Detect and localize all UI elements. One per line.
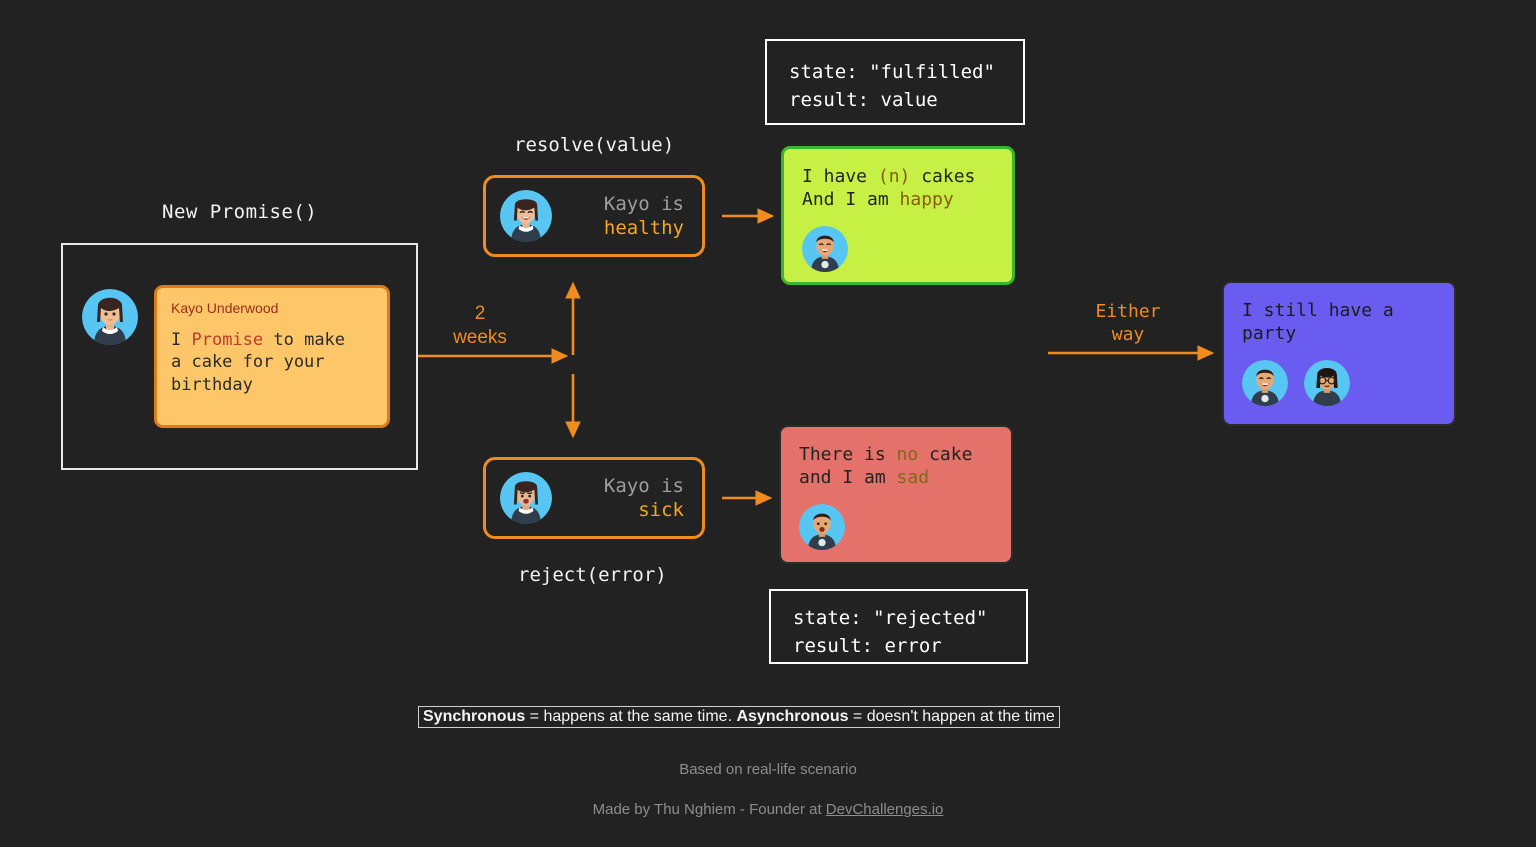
devchallenges-link[interactable]: DevChallenges.io [825, 801, 944, 818]
outcome-sad-l1hl: no [896, 444, 919, 465]
outcome-sad-line2: and I am sad [799, 466, 993, 489]
status-sick-box: Kayo is sick [483, 457, 705, 539]
sync-async-note: Synchronous = happens at the same time. … [418, 706, 1060, 728]
outcome-sad-avatars [799, 503, 993, 550]
outcome-happy-line2: And I am happy [802, 188, 994, 211]
outcome-sad-l1a: There is [799, 444, 897, 465]
status-sick-line1: Kayo is [603, 474, 684, 497]
status-healthy-line2: healthy [603, 217, 684, 239]
sync-bold: Synchronous [423, 708, 526, 725]
kayo-sick-avatar [500, 472, 552, 524]
outcome-happy-avatars [802, 225, 994, 272]
status-healthy-box: Kayo is healthy [483, 175, 705, 257]
state-fulfilled-box: state: "fulfilled" result: value [765, 39, 1025, 125]
resolve-label: resolve(value) [514, 134, 675, 156]
promise-author: Kayo Underwood [171, 300, 279, 316]
outcome-sad-l2a: and I am [799, 467, 897, 489]
promise-keyword: Promise [191, 330, 264, 350]
outcome-sad-l2hl: sad [896, 467, 930, 489]
footer-subtitle: Based on real-life scenario [679, 761, 857, 778]
status-sick-line2: sick [638, 499, 684, 521]
friend-happy-avatar [1242, 359, 1288, 406]
status-sick-text: Kayo is sick [566, 474, 684, 523]
two-weeks-label: 2 weeks [453, 303, 507, 348]
reject-label: reject(error) [518, 564, 667, 586]
outcome-happy-l2a: And I am [802, 189, 900, 211]
sync-rest: = happens at the same time. [525, 708, 737, 725]
outcome-happy-l1hl: (n) [877, 166, 911, 187]
outcome-sad-l1b: cake [918, 444, 973, 465]
promise-text: I Promise to make a cake for your birthd… [171, 329, 373, 396]
status-healthy-line1: Kayo is [603, 192, 684, 215]
kayo-happy-avatar [500, 190, 552, 242]
outcome-happy-line1: I have (n) cakes [802, 165, 994, 188]
footer-credit-prefix: Made by Thu Nghiem - Founder at [592, 801, 826, 818]
outcome-happy-l2hl: happy [899, 189, 954, 211]
page-title: New Promise() [162, 201, 318, 223]
friend-glasses-avatar [1304, 359, 1350, 406]
outcome-happy-card: I have (n) cakes And I am happy [781, 146, 1015, 285]
outcome-party-line2: party [1242, 323, 1297, 345]
outcome-party-avatars [1242, 359, 1436, 406]
friend-happy-avatar [802, 225, 848, 272]
async-bold: Asynchronous [736, 708, 849, 725]
promise-text-a: I [171, 330, 192, 350]
outcome-sad-card: There is no cake and I am sad [779, 425, 1013, 564]
footer-credit: Made by Thu Nghiem - Founder at DevChall… [0, 801, 1536, 818]
promise-card: Kayo Underwood I Promise to make a cake … [154, 285, 390, 428]
promise-text-b: to make a cake for your birthday [171, 330, 346, 395]
async-rest: = doesn't happen at the time [848, 708, 1055, 725]
state-rejected-box: state: "rejected" result: error [769, 589, 1028, 664]
outcome-sad-line1: There is no cake [799, 443, 993, 466]
outcome-happy-l1b: cakes [910, 166, 976, 187]
outcome-party-card: I still have a party [1222, 281, 1456, 426]
friend-sad-avatar [799, 503, 845, 550]
kayo-neutral-avatar [82, 289, 138, 345]
either-way-label: Either way [1095, 301, 1161, 345]
status-healthy-text: Kayo is healthy [566, 192, 684, 241]
outcome-party-line1: I still have a [1242, 300, 1394, 321]
outcome-happy-l1a: I have [802, 166, 878, 187]
